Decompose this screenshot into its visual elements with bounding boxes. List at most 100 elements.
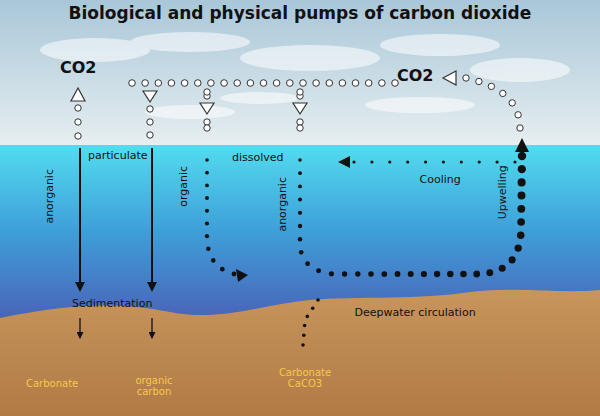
air-bubble — [463, 75, 469, 81]
carbon-dot — [513, 160, 516, 163]
air-bubble — [379, 80, 386, 87]
carbon-dot — [421, 271, 427, 277]
carbon-dot — [342, 271, 347, 276]
carbon-dot — [447, 271, 453, 277]
carbon-dot — [515, 244, 522, 251]
carbon-dot — [352, 160, 355, 163]
carbon-dot — [518, 165, 526, 173]
carbon-dot — [316, 268, 321, 273]
diagram-label: anorganic — [276, 177, 289, 232]
air-bubble — [517, 125, 523, 131]
carbon-dot — [298, 171, 302, 175]
carbon-dot — [499, 265, 506, 272]
carbon-dot — [298, 237, 303, 242]
air-bubble — [326, 80, 333, 87]
air-bubble — [500, 90, 506, 96]
air-bubble — [247, 80, 254, 87]
carbon-dot — [370, 160, 373, 163]
air-bubble — [168, 80, 175, 87]
air-bubble — [147, 119, 153, 125]
diagram-label: organic — [178, 165, 191, 206]
carbon-dot — [311, 306, 315, 310]
carbon-dot — [517, 205, 525, 213]
air-bubble — [365, 80, 372, 87]
diagram-label: Cooling — [420, 174, 461, 187]
air-bubble — [234, 80, 241, 87]
air-bubble — [287, 80, 294, 87]
carbon-dot — [517, 218, 525, 226]
air-bubble — [509, 100, 515, 106]
air-bubble — [313, 80, 320, 87]
seabed — [0, 290, 600, 416]
air-bubble — [75, 105, 81, 111]
carbon-dot — [486, 269, 493, 276]
carbon-dot — [424, 160, 427, 163]
air-bubble — [221, 80, 228, 87]
diagram-label: Deepwater circulation — [355, 307, 476, 320]
air-bubble — [208, 80, 215, 87]
carbon-dot — [206, 247, 210, 251]
air-bubble — [129, 80, 136, 87]
carbon-dot — [460, 271, 467, 278]
carbon-dot — [518, 152, 526, 160]
air-bubble — [147, 106, 153, 112]
diagram-label: dissolved — [232, 152, 284, 165]
carbon-dot — [298, 211, 302, 215]
dissolved-carbon-flow — [205, 152, 526, 347]
air-bubble — [352, 80, 359, 87]
air-bubble — [147, 132, 153, 138]
diagram-label: Upwelling — [497, 165, 510, 219]
carbon-dot — [205, 221, 209, 225]
diagram-label: particulate — [88, 150, 148, 163]
air-bubble — [195, 80, 202, 87]
carbon-dot — [478, 160, 481, 163]
carbon-dot — [460, 160, 463, 163]
carbon-dot — [220, 267, 225, 272]
air-bubble — [297, 89, 303, 95]
carbon-dot — [298, 224, 302, 228]
carbon-dot — [298, 184, 302, 188]
carbon-dot — [301, 343, 305, 347]
carbon-dot — [205, 171, 209, 175]
diagram-label: Sedimentation — [72, 298, 152, 311]
carbon-dot — [205, 209, 209, 213]
air-bubble — [300, 80, 307, 87]
air-bubble — [488, 83, 494, 89]
air-bubble — [155, 80, 162, 87]
carbon-dot — [232, 272, 237, 277]
carbon-dot — [302, 333, 306, 337]
air-bubble — [273, 80, 280, 87]
carbon-dot — [408, 271, 414, 277]
diagram-label: Carbonate CaCO3 — [275, 367, 335, 390]
carbon-dot — [303, 324, 307, 328]
air-bubble — [142, 80, 149, 87]
diagram-label: CO2 — [397, 67, 433, 85]
carbon-dot — [442, 160, 445, 163]
carbon-dot — [298, 158, 302, 162]
carbon-dot — [388, 160, 391, 163]
air-bubble — [75, 119, 81, 125]
carbon-dot — [205, 234, 209, 238]
carbon-dot — [517, 231, 525, 239]
air-bubble — [75, 133, 81, 139]
carbon-dot — [306, 315, 310, 319]
carbon-dot — [518, 192, 526, 200]
air-bubble — [515, 112, 521, 118]
carbon-dot — [473, 271, 480, 278]
carbon-dot — [518, 178, 526, 186]
diagram-label: anorganic — [43, 169, 56, 224]
carbon-dot — [368, 271, 374, 277]
carbon-dot — [205, 183, 209, 187]
carbon-dot — [381, 271, 387, 277]
air-bubble — [260, 80, 267, 87]
carbon-dot — [316, 298, 320, 302]
carbon-dot — [305, 261, 310, 266]
carbon-dot — [299, 250, 304, 255]
carbon-dot — [211, 258, 216, 263]
air-bubble — [297, 119, 303, 125]
diagram-label: organic carbon — [129, 375, 179, 398]
carbon-dot — [329, 271, 334, 276]
air-bubble — [204, 89, 210, 95]
carbon-dot — [205, 196, 209, 200]
